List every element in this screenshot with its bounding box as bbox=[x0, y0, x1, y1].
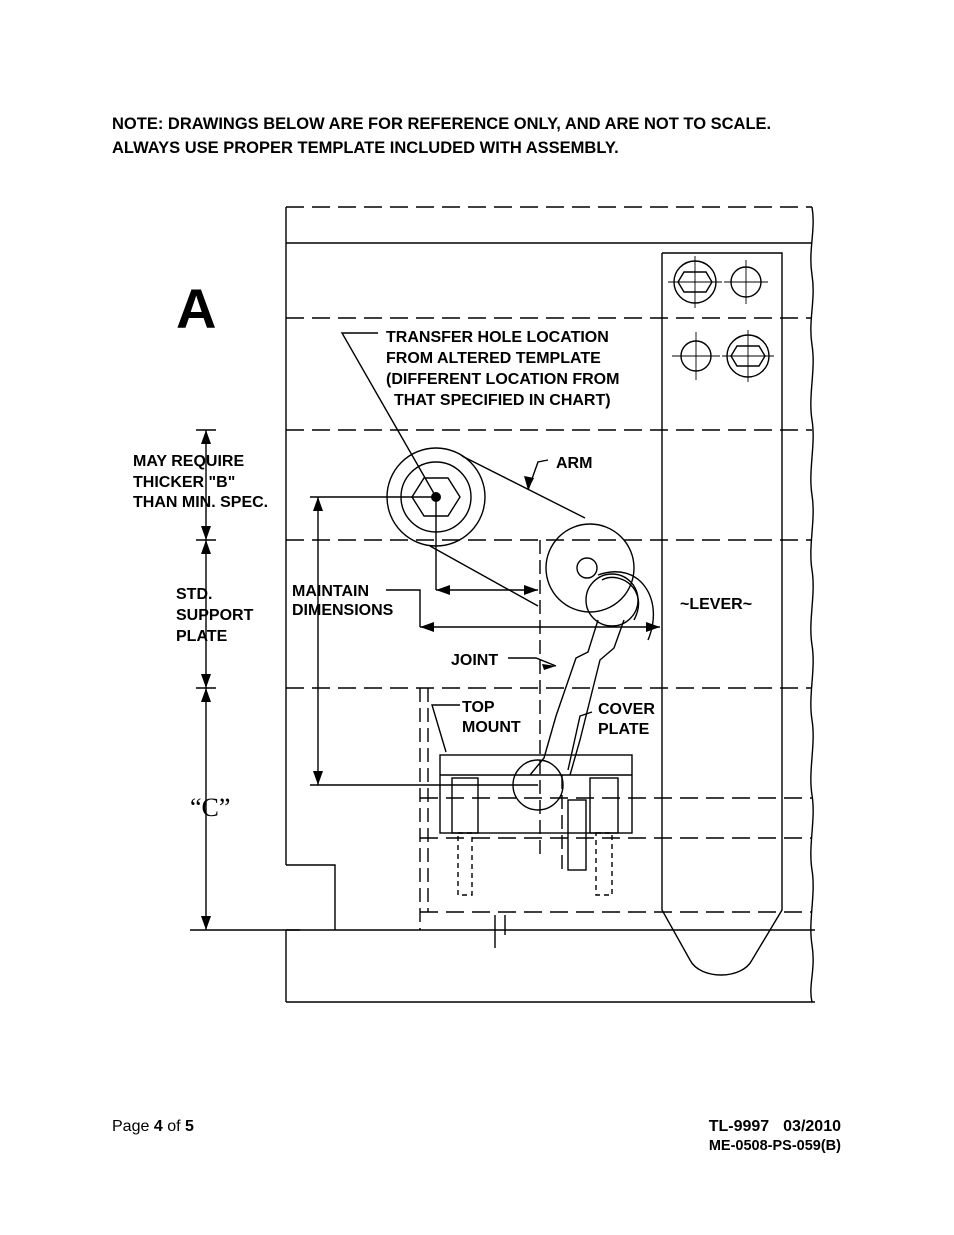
std-support-line-1: STD. bbox=[176, 586, 212, 603]
transfer-callout-line-2: FROM ALTERED TEMPLATE bbox=[386, 350, 601, 367]
dimension-c-label: “C” bbox=[190, 793, 230, 822]
page-word: Page bbox=[112, 1118, 150, 1135]
top-mount-line-1: TOP bbox=[462, 699, 495, 716]
note-line-1: NOTE: DRAWINGS BELOW ARE FOR REFERENCE O… bbox=[112, 115, 772, 133]
page-total: 5 bbox=[184, 1118, 194, 1135]
page-number: Page 4 of 5 bbox=[112, 1118, 194, 1136]
arm-label: ARM bbox=[556, 455, 592, 472]
transfer-callout-line-3: (DIFFERENT LOCATION FROM bbox=[386, 371, 619, 388]
doc-ref: ME-0508-PS-059(B) bbox=[708, 1138, 841, 1154]
lever-label: ~LEVER~ bbox=[680, 596, 752, 613]
cover-plate-line-2: PLATE bbox=[598, 721, 650, 738]
may-require-line-2: THICKER "B" bbox=[133, 474, 235, 491]
doc-id: TL-9997 bbox=[708, 1118, 770, 1135]
transfer-callout-line-1: TRANSFER HOLE LOCATION bbox=[386, 329, 609, 346]
std-support-line-2: SUPPORT bbox=[176, 607, 254, 624]
note-line-2: ALWAYS USE PROPER TEMPLATE INCLUDED WITH… bbox=[112, 139, 619, 157]
joint-label: JOINT bbox=[451, 652, 498, 669]
cover-plate-line-1: COVER bbox=[598, 701, 655, 718]
figure-letter: A bbox=[176, 277, 216, 340]
reference-note: NOTE: DRAWINGS BELOW ARE FOR REFERENCE O… bbox=[112, 112, 771, 160]
may-require-line-3: THAN MIN. SPEC. bbox=[133, 494, 268, 511]
page-current: 4 bbox=[153, 1118, 163, 1135]
maintain-line-1: MAINTAIN bbox=[292, 583, 369, 600]
maintain-line-2: DIMENSIONS bbox=[292, 602, 394, 619]
transfer-callout-line-4: THAT SPECIFIED IN CHART) bbox=[394, 392, 611, 409]
doc-date: 03/2010 bbox=[783, 1118, 841, 1135]
document-reference: TL-9997 03/2010 ME-0508-PS-059(B) bbox=[709, 1118, 841, 1154]
may-require-line-1: MAY REQUIRE bbox=[133, 453, 244, 470]
top-mount-line-2: MOUNT bbox=[462, 719, 521, 736]
of-word: of bbox=[167, 1118, 181, 1135]
std-support-line-3: PLATE bbox=[176, 628, 228, 645]
